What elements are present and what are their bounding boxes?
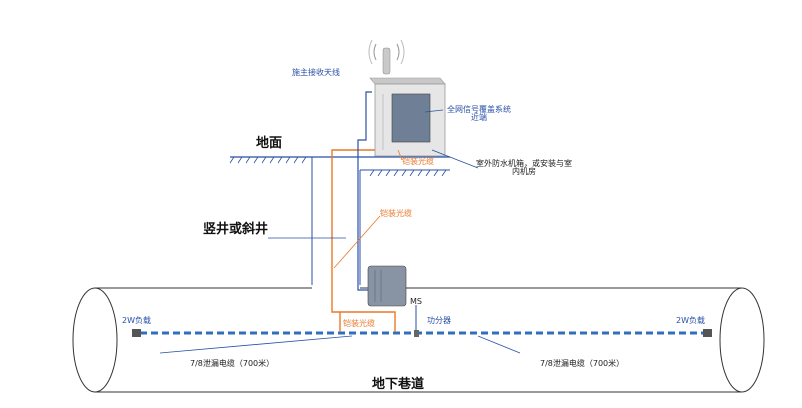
orange-leaders: [333, 149, 403, 269]
optical-cable-mid-label: 铠装光缆: [380, 209, 412, 218]
antenna-icon: [368, 39, 405, 75]
load-left-icon: [132, 329, 141, 337]
blue-leaders: [159, 109, 521, 354]
optical-cable-bottom-label: 铠装光缆: [343, 319, 375, 328]
load-left-label: 2W负载: [122, 316, 151, 325]
shaft-label: 竖井或斜井: [203, 222, 269, 237]
load-right-icon: [703, 329, 712, 337]
enclosure-label: 室外防水机箱，或安装与室 内机房: [476, 159, 572, 176]
optical-cable-top-label: 铠装光缆: [402, 157, 434, 166]
ground-hatch: [229, 156, 447, 177]
remote-unit-label: 全网信号覆盖系统 近端: [447, 105, 511, 122]
tunnel-label: 地下巷道: [372, 377, 425, 392]
donor-antenna-label: 施主接收天线: [292, 68, 340, 77]
ms-unit-icon: [367, 265, 407, 307]
ms-label: MS: [410, 297, 422, 306]
ground-label: 地面: [256, 136, 283, 151]
splitter-icon: [414, 330, 419, 337]
load-right-label: 2W负载: [676, 316, 705, 325]
leaky-cable-left-label: 7/8泄漏电缆（700米）: [190, 359, 275, 368]
tunnel: [72, 287, 765, 393]
feeder-cable: [357, 91, 380, 291]
shaft-walls: [311, 157, 450, 285]
cabinet-icon: [369, 77, 446, 157]
splitter-label: 功分器: [427, 316, 451, 325]
fiber-cable: [331, 149, 396, 332]
leaky-cable-right-label: 7/8泄漏电缆（700米）: [540, 359, 625, 368]
